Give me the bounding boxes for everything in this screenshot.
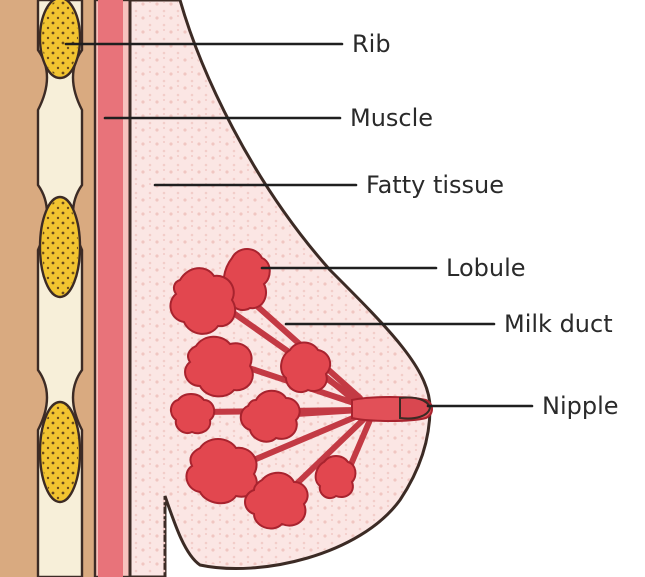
nipple xyxy=(352,397,432,421)
muscle-layer xyxy=(95,0,130,577)
fatty-tissue-label: Fatty tissue xyxy=(366,171,504,199)
nipple-label: Nipple xyxy=(542,392,619,420)
muscle-label: Muscle xyxy=(350,104,433,132)
milk-duct-label: Milk duct xyxy=(504,310,613,338)
rib-label: Rib xyxy=(352,30,391,58)
lobule-label: Lobule xyxy=(446,254,526,282)
